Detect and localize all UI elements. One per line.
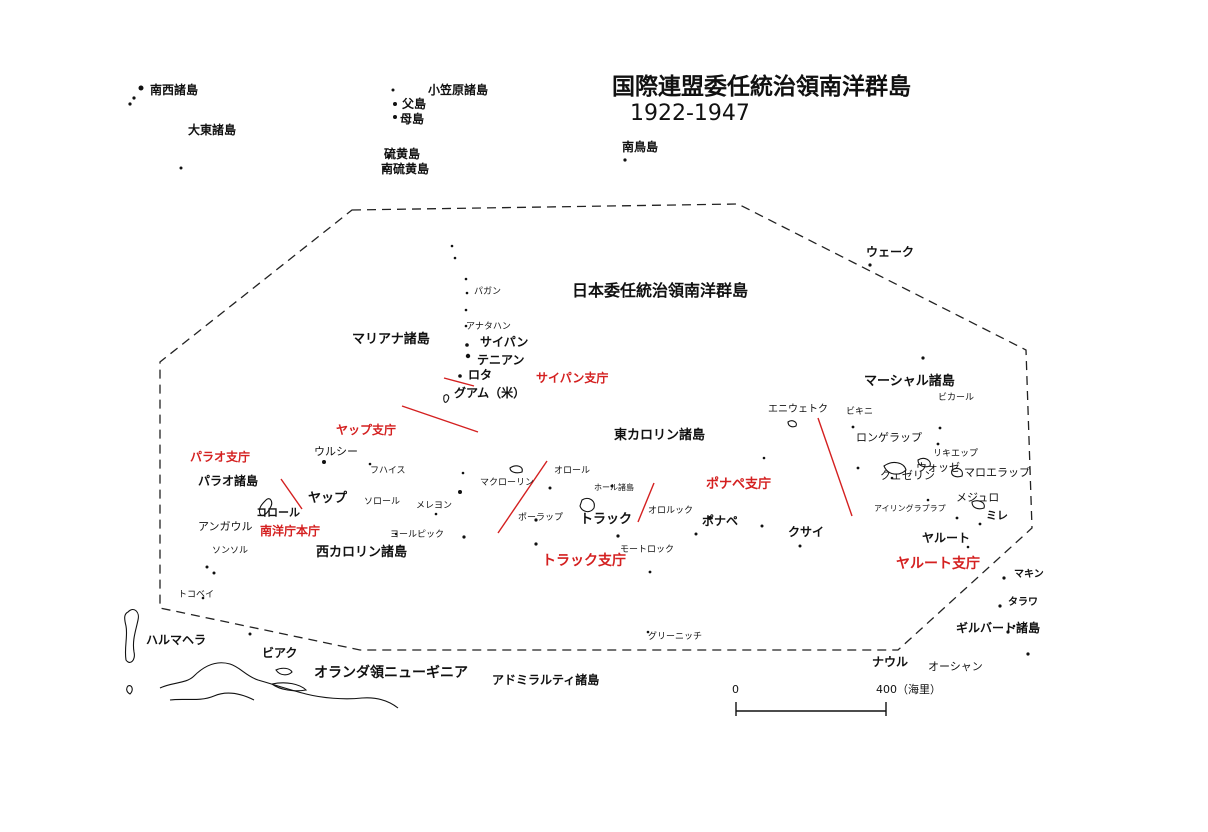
label-likiep: リキエップ	[933, 448, 978, 459]
label-kwajalein: クェゼリン	[880, 469, 935, 482]
label-palau: パラオ諸島	[198, 473, 258, 488]
halmahera-island	[124, 609, 139, 663]
label-bikini: ビキニ	[846, 406, 873, 417]
map-title: 国際連盟委任統治領南洋群島	[612, 73, 911, 100]
label-sorol: ソロール	[364, 497, 400, 507]
label-minamitori: 南鳥島	[622, 139, 658, 154]
new-guinea-coast	[159, 662, 399, 709]
label-hall: ホール諸島	[594, 482, 634, 492]
biak-island	[275, 667, 293, 676]
label-pagan: パガン	[474, 286, 501, 297]
label-wake: ウェーク	[866, 245, 914, 259]
branch-saipan: サイパン支庁	[536, 370, 608, 385]
label-gilbert: ギルバート諸島	[956, 620, 1040, 635]
label-guam: グアム（米）	[454, 385, 525, 400]
label-halmahera: ハルマヘラ	[146, 633, 206, 647]
branch-ponape: ポナペ支庁	[706, 476, 771, 492]
mandate-boundary	[159, 203, 1033, 651]
label-namonuito: マクローリン	[480, 477, 534, 488]
label-dutch-ng: オランダ領ニューギニア	[314, 664, 468, 681]
label-east-caroline: 東カロリン諸島	[614, 427, 705, 443]
label-west-caroline: 西カロリン諸島	[316, 544, 407, 560]
label-minami-iwo: 南硫黄島	[381, 161, 429, 176]
label-chichi: 父島	[401, 96, 426, 111]
branch-boundaries	[280, 377, 853, 534]
label-biak: ビアク	[262, 645, 297, 660]
kwajalein-atoll	[883, 461, 907, 475]
branch-jaluit: ヤルート支庁	[896, 555, 980, 572]
label-rongelap: ロンゲラップ	[856, 431, 922, 444]
region-label: 日本委任統治領南洋群島	[572, 281, 748, 300]
label-marshall: マーシャル諸島	[864, 373, 955, 389]
label-fais: フハイス	[370, 466, 406, 476]
label-rota: ロタ	[468, 368, 492, 382]
small-islands	[128, 85, 1030, 656]
label-truk: トラック	[580, 512, 632, 527]
label-majuro: メジュロ	[956, 491, 999, 504]
label-ulithi: ウルシー	[314, 445, 358, 458]
label-mili: ミレ	[986, 509, 1008, 522]
label-saipan: サイパン	[480, 335, 528, 349]
label-nansei: 南西諸島	[150, 82, 198, 97]
map-years: 1922-1947	[630, 101, 750, 126]
branch-yap: ヤップ支庁	[336, 422, 396, 437]
palau-island	[258, 498, 273, 517]
label-kusaie: クサイ	[788, 525, 824, 539]
label-koror: コロール	[256, 506, 300, 519]
label-greenwich: グリーニッチ	[648, 630, 702, 642]
landmasses	[124, 394, 985, 709]
label-makin: マキン	[1014, 568, 1044, 580]
label-ailinglaplap: アイリングラプラプ	[874, 503, 946, 513]
label-sonsorol: ソンソル	[212, 546, 248, 556]
label-enewetak: エニウェトク	[768, 403, 828, 415]
branch-truk: トラック支庁	[542, 552, 626, 569]
label-tarawa: タラワ	[1008, 596, 1038, 608]
label-ogasawara: 小笠原諸島	[428, 82, 488, 97]
label-tinian: テニアン	[477, 353, 525, 367]
guam-island	[443, 394, 450, 403]
label-ocean: オーシャン	[928, 660, 983, 673]
label-mortlock: モートロック	[620, 544, 674, 555]
label-mariana: マリアナ諸島	[352, 331, 430, 347]
label-daito: 大東諸島	[188, 122, 236, 137]
label-yap: ヤップ	[308, 491, 348, 506]
branch-palau: パラオ支庁	[190, 449, 250, 464]
scale-bar	[735, 702, 887, 716]
label-oroluk: オロルック	[648, 505, 693, 516]
branch-nanyo-hq: 南洋庁本庁	[260, 523, 320, 538]
label-ponape: ポナペ	[702, 513, 738, 528]
label-nauru: ナウル	[872, 655, 908, 669]
label-bikar: ビカール	[938, 392, 974, 403]
label-puluwat: ポーラップ	[518, 512, 563, 523]
label-iwo: 硫黄島	[384, 146, 420, 161]
scale-zero: 0	[732, 683, 739, 696]
label-admiralty: アドミラルティ諸島	[492, 672, 599, 687]
truk-lagoon	[579, 497, 595, 513]
label-wotje: ウォッゼ	[916, 461, 960, 474]
label-jaluit: ヤルート	[922, 531, 970, 545]
label-haha: 母島	[400, 111, 424, 126]
label-tobi: トコベイ	[178, 590, 214, 600]
label-eauripik: メレヨン	[416, 501, 452, 511]
label-angaur: アンガウル	[198, 520, 253, 533]
label-anatahan: アナタハン	[466, 321, 511, 332]
scale-max: 400（海里）	[876, 682, 941, 696]
label-maloelap: マロエラップ	[964, 466, 1030, 479]
label-oroluk-n: オロール	[554, 465, 590, 476]
label-woleai: ヨールピック	[390, 529, 444, 540]
